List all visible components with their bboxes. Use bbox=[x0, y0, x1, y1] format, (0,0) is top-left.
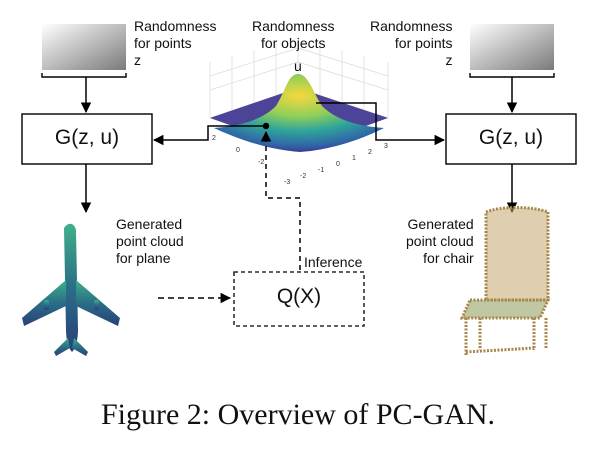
left-noise-bracket bbox=[41, 73, 127, 78]
surface-tick-right-2: -1 bbox=[318, 167, 324, 174]
surface-tick-left-0: 2 bbox=[212, 135, 216, 142]
left-output-label: Generated point cloud for plane bbox=[116, 216, 184, 266]
surface-tick-right-4: 1 bbox=[352, 155, 356, 162]
arrow-u-to-left-generator bbox=[152, 125, 266, 146]
plane-point-cloud bbox=[22, 223, 120, 356]
inference-box-label: Q(X) bbox=[276, 285, 322, 308]
left-noise-label: Randomness for points z bbox=[134, 18, 217, 68]
inference-label: Inference bbox=[304, 254, 363, 270]
right-generator-label: G(z, u) bbox=[478, 126, 544, 149]
chair-point-cloud bbox=[459, 206, 551, 356]
surface-tick-left-1: 0 bbox=[236, 147, 240, 154]
right-noise-label: Randomness for points z bbox=[370, 18, 453, 68]
left-noise-image bbox=[42, 24, 126, 70]
left-generator-box bbox=[21, 113, 153, 165]
inference-box bbox=[233, 271, 365, 327]
center-label: Randomness for objects bbox=[252, 18, 335, 51]
right-output-label: Generated point cloud for chair bbox=[406, 216, 474, 266]
surface-tick-right-3: 0 bbox=[336, 161, 340, 168]
right-generator-box bbox=[445, 113, 577, 165]
figure-caption: Figure 2: Overview of PC-GAN. bbox=[100, 398, 496, 431]
surface-tick-right-5: 2 bbox=[368, 149, 372, 156]
surface-tick-right-1: -2 bbox=[300, 173, 306, 180]
right-noise-bracket bbox=[469, 73, 555, 78]
arrow-inference-to-u bbox=[260, 130, 301, 270]
surface-tick-left-2: -2 bbox=[258, 159, 264, 166]
arrow-u-to-right-generator bbox=[316, 102, 446, 146]
u-label: u bbox=[294, 58, 302, 74]
left-generator-label: G(z, u) bbox=[54, 126, 120, 149]
surface-tick-right-6: 3 bbox=[384, 143, 388, 150]
surface-tick-right-0: -3 bbox=[284, 179, 290, 186]
right-noise-image bbox=[470, 24, 554, 70]
